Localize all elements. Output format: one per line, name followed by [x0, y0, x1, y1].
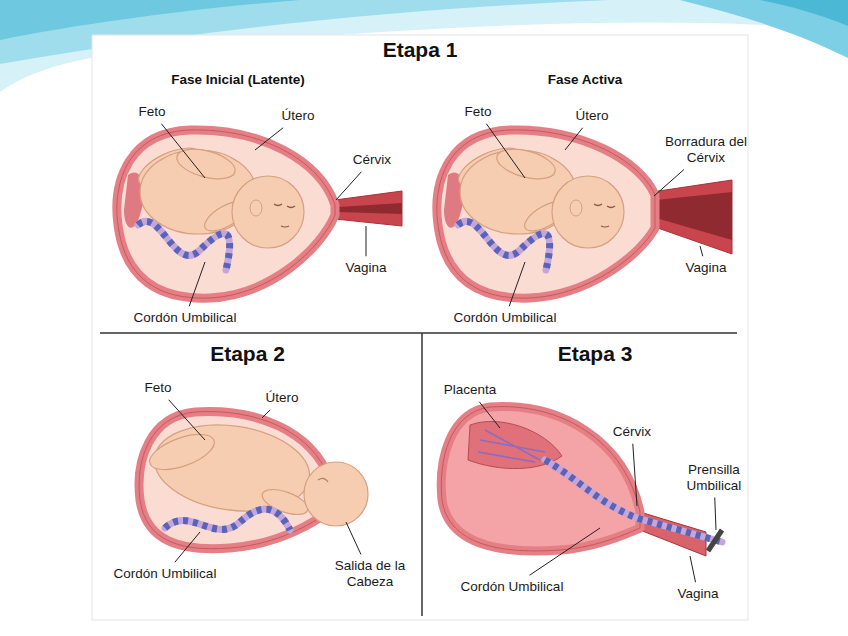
leader-line [633, 444, 637, 506]
fetus-hair [318, 478, 328, 482]
umbilical-cord [165, 509, 290, 530]
vagina-canal [652, 180, 732, 254]
slide-decoration [0, 0, 848, 620]
leader-line [486, 124, 525, 178]
leader-line [161, 124, 205, 178]
part-label: Útero [575, 108, 608, 124]
part-label: Prensilla Umbilical [669, 462, 759, 493]
leader-line [509, 262, 525, 306]
umbilical-cord [165, 509, 290, 530]
third-stage-illustration [441, 407, 722, 556]
swoosh [0, 0, 300, 40]
fetus-ear [250, 200, 262, 216]
uterus-wall-line [441, 407, 640, 551]
part-label: Cordón Umbilical [461, 579, 564, 595]
part-label: Vagina [685, 260, 726, 276]
fetus-eye [274, 204, 282, 206]
leader-line [255, 128, 283, 150]
fetus-leg [174, 144, 239, 185]
panel-heading: Etapa 3 [440, 342, 750, 368]
heading-text: Fase Activa [485, 72, 685, 87]
leader-line [479, 402, 500, 428]
vagina-canal [335, 191, 402, 226]
leader-line [189, 262, 205, 306]
uterus-wall-line [117, 130, 335, 298]
leader-line [700, 246, 703, 256]
part-label: Feto [144, 380, 171, 396]
leader-line [175, 532, 200, 562]
fetus-arm [259, 484, 311, 519]
uterus-wall [437, 130, 655, 298]
umbilical-clamp [708, 530, 722, 551]
fetus-head [552, 176, 624, 248]
part-label: Feto [138, 104, 165, 120]
umbilical-cord [138, 221, 230, 270]
umbilical-cord [138, 221, 230, 270]
panel-heading: Fase Inicial (Latente) [118, 72, 358, 89]
latent-phase-illustration [117, 130, 402, 298]
fetus-eye [607, 206, 615, 208]
fetus-eye [287, 206, 295, 208]
fetus-ear [570, 200, 582, 216]
fetus-eye [594, 204, 602, 206]
leader-line [715, 498, 716, 530]
vagina-lumen [338, 203, 402, 214]
content-panel [92, 35, 748, 620]
leader-line [690, 556, 696, 582]
panel-heading: Fase Activa [485, 72, 685, 89]
umbilical-cord [458, 221, 550, 270]
fetus-mouth [601, 226, 609, 227]
panel-heading: Etapa 2 [85, 342, 410, 368]
leader-line [366, 226, 367, 256]
uterus-wall-line [437, 130, 655, 298]
fetus-leg [145, 427, 218, 477]
leader-line [262, 410, 270, 418]
leader-line [654, 170, 684, 196]
leader-line [336, 172, 361, 200]
placenta-vessels [478, 430, 545, 462]
panel-heading: Etapa 1Fase Inicial (Latente)Fase Activa [95, 38, 745, 64]
vagina-lumen [656, 192, 732, 240]
heading-text: Etapa 2 [85, 342, 410, 366]
heading-text: Fase Inicial (Latente) [118, 72, 358, 87]
fetus-leg [494, 144, 559, 185]
part-label: Placenta [444, 382, 497, 398]
part-label: Cordón Umbilical [454, 310, 557, 326]
part-label: Cordón Umbilical [134, 310, 237, 326]
leader-line [530, 528, 600, 575]
part-label: Cordón Umbilical [114, 566, 217, 582]
part-label: Útero [265, 390, 298, 406]
uterus-wall [441, 407, 640, 551]
part-label: Salida de la Cabeza [325, 558, 415, 589]
leader-line [346, 522, 361, 554]
fetus-head [304, 462, 368, 526]
part-label: Cérvix [613, 424, 651, 440]
divider-line [421, 333, 423, 616]
uterus-wall-line [139, 412, 330, 549]
heading-text: Etapa 3 [440, 342, 750, 366]
fetus-mouth [281, 226, 289, 227]
umbilical-cord [458, 221, 550, 270]
heading-text: Etapa 1 [95, 38, 745, 62]
divider-line [100, 332, 737, 334]
second-stage-illustration [139, 412, 368, 549]
uterus-wall [139, 412, 330, 549]
part-label: Vagina [345, 260, 386, 276]
uterus-wall [117, 130, 335, 298]
part-label: Borradura del Cérvix [661, 134, 751, 165]
part-label: Feto [464, 104, 491, 120]
part-label: Útero [281, 108, 314, 124]
part-label: Vagina [677, 586, 718, 602]
swoosh [760, 0, 848, 26]
fetus-head [232, 176, 304, 248]
part-label: Cérvix [353, 152, 391, 168]
leader-line [169, 400, 205, 440]
leader-line [565, 128, 583, 150]
